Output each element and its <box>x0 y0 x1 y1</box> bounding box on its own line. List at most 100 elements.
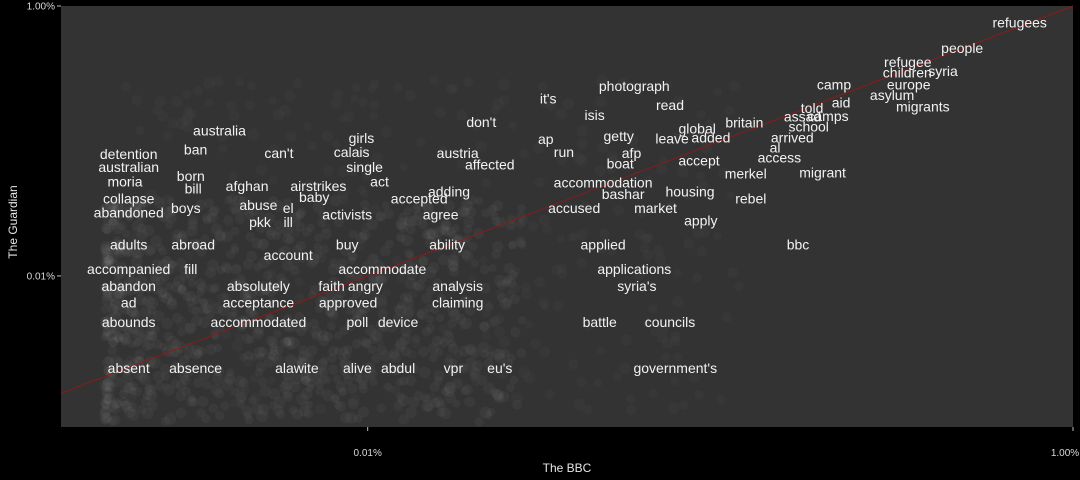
background-point <box>330 97 341 108</box>
background-point <box>729 80 740 91</box>
background-point <box>158 247 167 256</box>
background-point <box>231 340 243 352</box>
background-point <box>127 392 137 402</box>
background-point <box>577 125 589 137</box>
word-label: refugee <box>884 54 932 70</box>
word-label: single <box>346 159 383 175</box>
background-point <box>670 331 680 341</box>
background-point <box>273 330 281 338</box>
word-label: calais <box>334 144 370 160</box>
word-label: apply <box>684 212 717 228</box>
background-point <box>176 408 187 419</box>
background-point <box>713 88 722 97</box>
background-point <box>329 311 339 321</box>
background-point <box>464 201 474 211</box>
background-point <box>293 210 302 219</box>
background-point <box>449 309 460 320</box>
word-label: device <box>378 314 419 330</box>
word-label: ill <box>284 214 293 230</box>
background-point <box>407 350 417 360</box>
background-point <box>292 78 302 88</box>
background-point <box>182 387 191 396</box>
background-point <box>641 234 651 244</box>
background-point <box>494 327 505 338</box>
background-point <box>509 282 520 293</box>
background-point <box>269 388 281 400</box>
background-point <box>447 253 458 264</box>
background-point <box>177 328 185 336</box>
background-point <box>235 393 245 403</box>
background-point <box>508 121 516 129</box>
word-label: abuse <box>239 197 277 213</box>
background-point <box>255 164 267 176</box>
background-point <box>596 346 605 355</box>
background-point <box>343 111 354 122</box>
background-point <box>555 108 566 119</box>
word-label: afp <box>622 145 642 161</box>
word-label: leave <box>655 131 689 147</box>
background-point <box>498 79 510 91</box>
background-point <box>191 315 202 326</box>
background-point <box>102 223 113 234</box>
background-point <box>328 264 339 275</box>
background-point <box>376 298 388 310</box>
background-point <box>187 303 198 314</box>
background-point <box>188 279 196 287</box>
word-label: account <box>264 247 313 263</box>
background-point <box>205 98 214 107</box>
background-point <box>499 336 511 348</box>
background-point <box>648 304 658 314</box>
background-point <box>140 297 149 306</box>
background-point <box>452 400 460 408</box>
background-point <box>472 378 480 386</box>
background-point <box>429 353 438 362</box>
background-point <box>435 107 446 118</box>
word-label: adding <box>428 183 470 199</box>
word-label: accommodate <box>338 261 426 277</box>
word-label: refugees <box>992 14 1046 30</box>
background-point <box>139 334 148 343</box>
background-point <box>267 269 276 278</box>
background-point <box>252 403 264 415</box>
x-tick-label: 0.01% <box>354 448 382 459</box>
background-point <box>224 372 235 383</box>
background-point <box>245 101 255 111</box>
word-label: camp <box>817 77 851 93</box>
background-point <box>408 289 417 298</box>
word-label: absence <box>169 360 222 376</box>
background-point <box>694 390 704 400</box>
background-point <box>643 249 654 260</box>
background-point <box>250 374 259 383</box>
word-label: accepted <box>391 191 448 207</box>
word-label: affected <box>465 157 515 173</box>
background-point <box>192 297 200 305</box>
background-point <box>280 337 291 348</box>
word-label: it's <box>540 91 557 107</box>
background-point <box>131 227 141 237</box>
word-label: accommodation <box>554 175 653 191</box>
background-point <box>568 359 578 369</box>
word-label: photograph <box>599 78 670 94</box>
background-point <box>399 163 407 171</box>
background-point <box>268 337 279 348</box>
word-label: born <box>177 168 205 184</box>
background-point <box>228 110 239 121</box>
background-point <box>683 238 694 249</box>
word-label: bill <box>185 180 202 196</box>
background-point <box>427 393 437 403</box>
background-point <box>371 354 381 364</box>
word-label: ad <box>121 295 137 311</box>
background-point <box>613 205 624 216</box>
background-point <box>474 417 483 426</box>
word-label: read <box>656 97 684 113</box>
reference-line <box>60 5 1074 394</box>
background-point <box>520 149 529 158</box>
background-point <box>348 252 357 261</box>
background-point <box>109 415 120 426</box>
plot-panel <box>61 6 1073 427</box>
background-point <box>530 338 541 349</box>
background-point <box>491 250 501 260</box>
background-point <box>518 367 530 379</box>
background-point <box>721 312 732 323</box>
background-point <box>246 251 257 262</box>
